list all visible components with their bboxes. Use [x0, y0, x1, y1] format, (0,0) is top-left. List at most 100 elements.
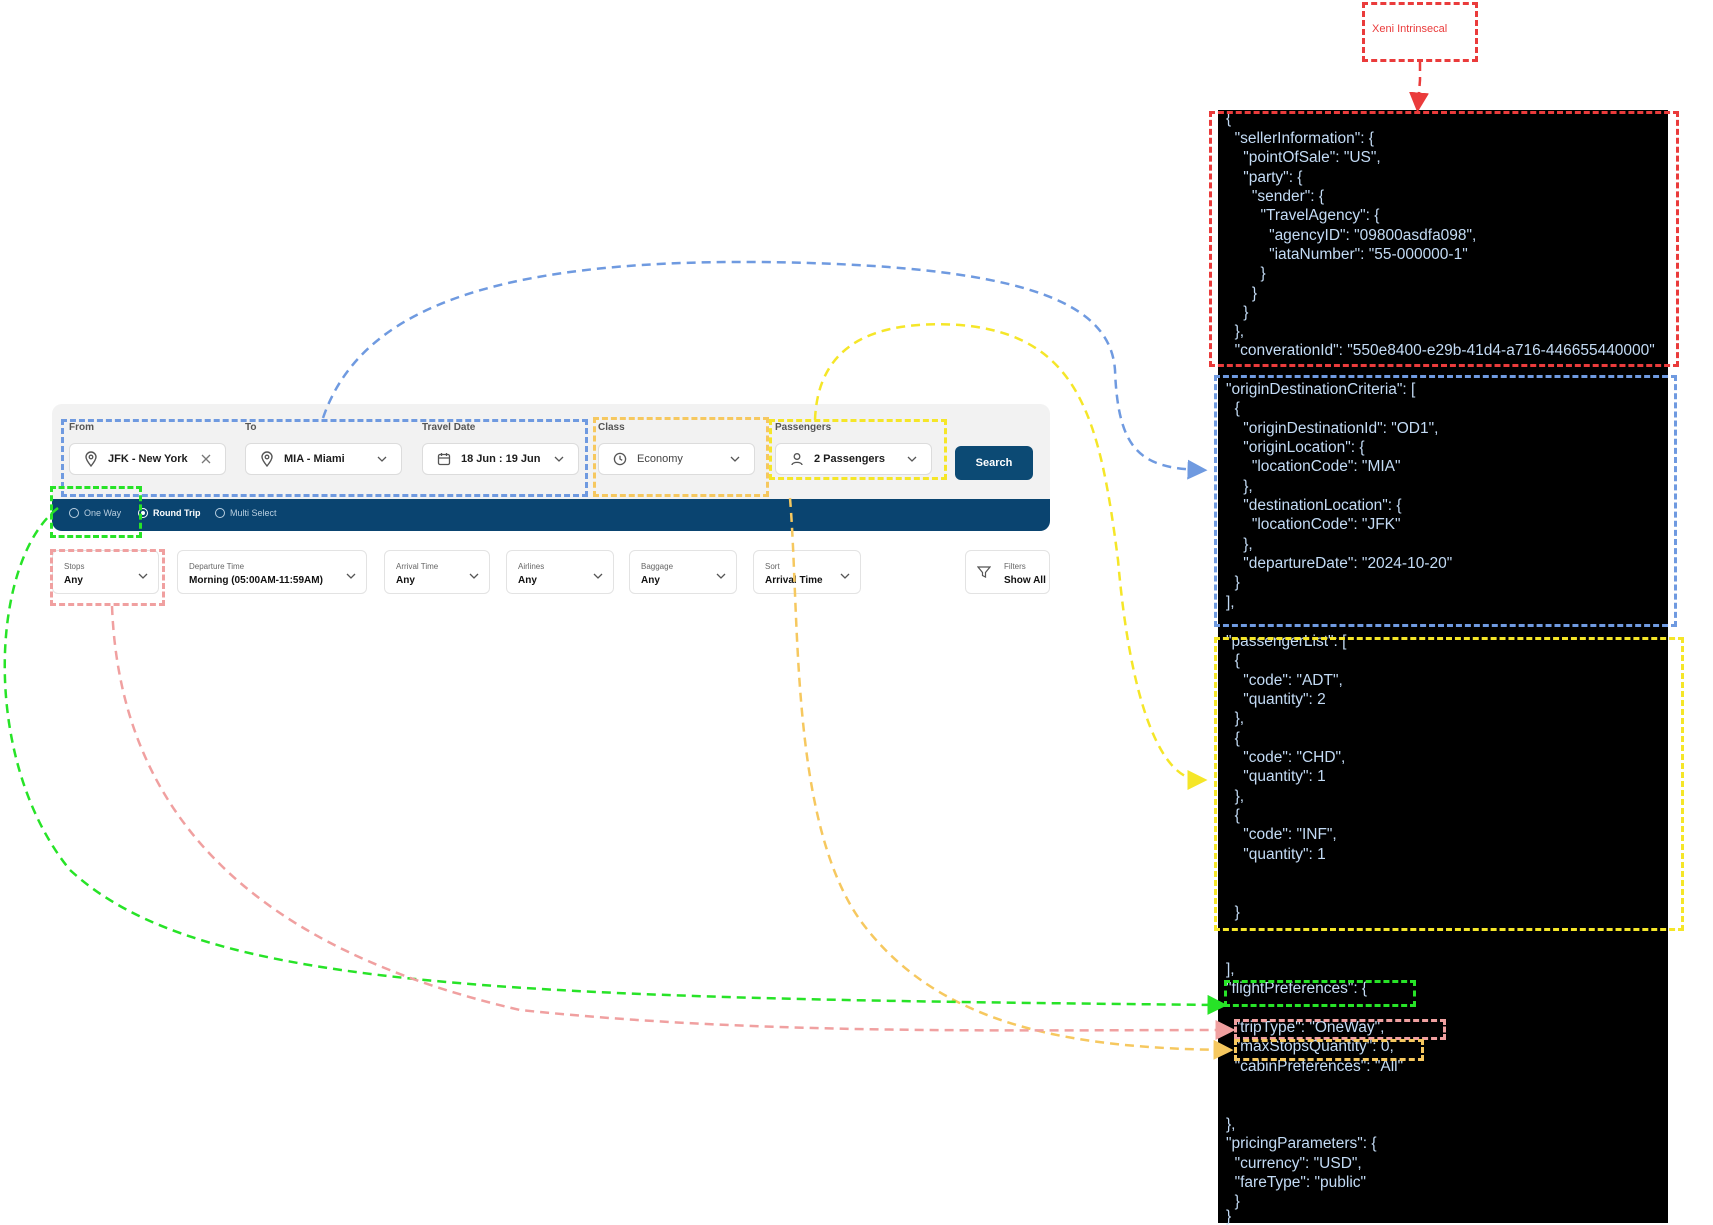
to-value: MIA - Miami: [284, 453, 345, 465]
location-pin-icon: [258, 450, 276, 468]
clock-icon: [611, 450, 629, 468]
radio-circle-icon: [69, 508, 79, 518]
chevron-down-icon: [905, 452, 919, 466]
code-line: }: [1226, 285, 1258, 302]
from-field[interactable]: JFK - New York: [69, 443, 226, 475]
code-line: },: [1226, 536, 1253, 553]
location-pin-icon: [82, 450, 100, 468]
code-line: "quantity": 1: [1226, 846, 1326, 863]
from-label: From: [69, 422, 94, 433]
pink-arrow: [110, 605, 1236, 1041]
chevron-down-icon: [552, 452, 566, 466]
code-line: "fareType": "public": [1226, 1174, 1367, 1191]
code-line: },: [1226, 1116, 1236, 1133]
to-field[interactable]: MIA - Miami: [245, 443, 402, 475]
airlines-filter-value: Any: [518, 575, 537, 586]
chevron-down-icon: [593, 566, 603, 584]
code-line: }: [1226, 304, 1249, 321]
passengers-value: 2 Passengers: [814, 453, 885, 465]
airlines-filter[interactable]: Airlines Any: [506, 550, 614, 594]
trip-type-bar: [52, 499, 1050, 531]
arrival-time-filter[interactable]: Arrival Time Any: [384, 550, 490, 594]
code-line: },: [1226, 710, 1245, 727]
code-line: "code": "CHD",: [1226, 749, 1346, 766]
radio-multi-select-label: Multi Select: [230, 508, 277, 518]
sort-filter-label: Sort: [765, 562, 780, 571]
class-label: Class: [598, 422, 625, 433]
search-button[interactable]: Search: [955, 446, 1033, 480]
code-line: }: [1226, 265, 1266, 282]
passengers-label: Passengers: [775, 422, 832, 433]
code-line: "maxStopsQuantity": 0,: [1226, 1038, 1394, 1055]
radio-circle-icon: [215, 508, 225, 518]
code-line: "TravelAgency": {: [1226, 207, 1380, 224]
radio-round-trip[interactable]: Round Trip: [138, 508, 201, 518]
code-line: ],: [1226, 961, 1235, 978]
code-line: {: [1226, 652, 1240, 669]
code-line: "sellerInformation": {: [1226, 130, 1374, 147]
code-line: "cabinPreferences": "All": [1226, 1058, 1404, 1075]
code-line: "passengerList": [: [1226, 633, 1347, 650]
departure-time-filter[interactable]: Departure Time Morning (05:00AM-11:59AM): [177, 550, 367, 594]
code-line: "locationCode": "MIA": [1226, 458, 1401, 475]
code-line: "code": "INF",: [1226, 826, 1337, 843]
code-line: {: [1226, 400, 1240, 417]
travel-date-label: Travel Date: [422, 422, 476, 433]
chevron-down-icon: [375, 452, 389, 466]
baggage-filter-label: Baggage: [641, 562, 674, 571]
code-line: }: [1226, 574, 1240, 591]
code-line: "party": {: [1226, 169, 1303, 186]
code-line: "departureDate": "2024-10-20": [1226, 555, 1453, 572]
baggage-filter[interactable]: Baggage Any: [629, 550, 737, 594]
code-line: ],: [1226, 594, 1235, 611]
code-line: "pointOfSale": "US",: [1226, 149, 1381, 166]
red-arrow: [1409, 62, 1429, 113]
class-select[interactable]: Economy: [598, 443, 755, 475]
code-line: "flightPreferences": {: [1226, 980, 1368, 997]
user-icon: [788, 450, 806, 468]
filters-button[interactable]: Filters Show All: [965, 550, 1050, 594]
chevron-down-icon: [346, 566, 356, 584]
code-line: {: [1226, 110, 1232, 127]
airlines-filter-label: Airlines: [518, 562, 545, 571]
stops-filter-label: Stops: [64, 562, 85, 571]
filters-button-label: Filters: [1004, 562, 1026, 571]
radio-one-way[interactable]: One Way: [69, 508, 121, 518]
chevron-down-icon: [728, 452, 742, 466]
code-line: "originDestinationId": "OD1",: [1226, 420, 1439, 437]
clear-icon[interactable]: [199, 452, 213, 466]
code-line: "code": "ADT",: [1226, 672, 1343, 689]
code-line: }: [1226, 904, 1240, 921]
travel-date-field[interactable]: 18 Jun : 19 Jun: [422, 443, 579, 475]
code-line: "agencyID": "09800asdfa098",: [1226, 227, 1477, 244]
chevron-down-icon: [716, 566, 726, 584]
departure-time-filter-label: Departure Time: [189, 562, 245, 571]
chevron-down-icon: [840, 566, 850, 584]
calendar-icon: [435, 450, 453, 468]
sort-filter-value: Arrival Time: [765, 575, 823, 586]
departure-time-filter-value: Morning (05:00AM-11:59AM): [189, 575, 323, 586]
from-value: JFK - New York: [108, 453, 188, 465]
json-request-panel: [1218, 110, 1668, 1223]
code-line: },: [1226, 788, 1245, 805]
code-line: {: [1226, 730, 1240, 747]
class-value: Economy: [637, 453, 683, 465]
code-line: {: [1226, 807, 1240, 824]
filters-button-value: Show All: [1004, 575, 1046, 586]
code-line: "locationCode": "JFK": [1226, 516, 1401, 533]
radio-multi-select[interactable]: Multi Select: [215, 508, 277, 518]
code-line: "originLocation": {: [1226, 439, 1365, 456]
arrival-time-filter-value: Any: [396, 575, 415, 586]
code-line: "quantity": 1: [1226, 768, 1326, 785]
sort-filter[interactable]: Sort Arrival Time: [753, 550, 861, 594]
stops-filter-value: Any: [64, 575, 83, 586]
stops-filter[interactable]: Stops Any: [52, 550, 159, 594]
passengers-select[interactable]: 2 Passengers: [775, 443, 932, 475]
code-line: },: [1226, 323, 1245, 340]
code-line: "sender": {: [1226, 188, 1325, 205]
code-line: }: [1226, 1208, 1232, 1225]
radio-circle-icon: [138, 508, 148, 518]
code-line: "destinationLocation": {: [1226, 497, 1402, 514]
travel-date-value: 18 Jun : 19 Jun: [461, 453, 541, 465]
arrival-time-filter-label: Arrival Time: [396, 562, 439, 571]
